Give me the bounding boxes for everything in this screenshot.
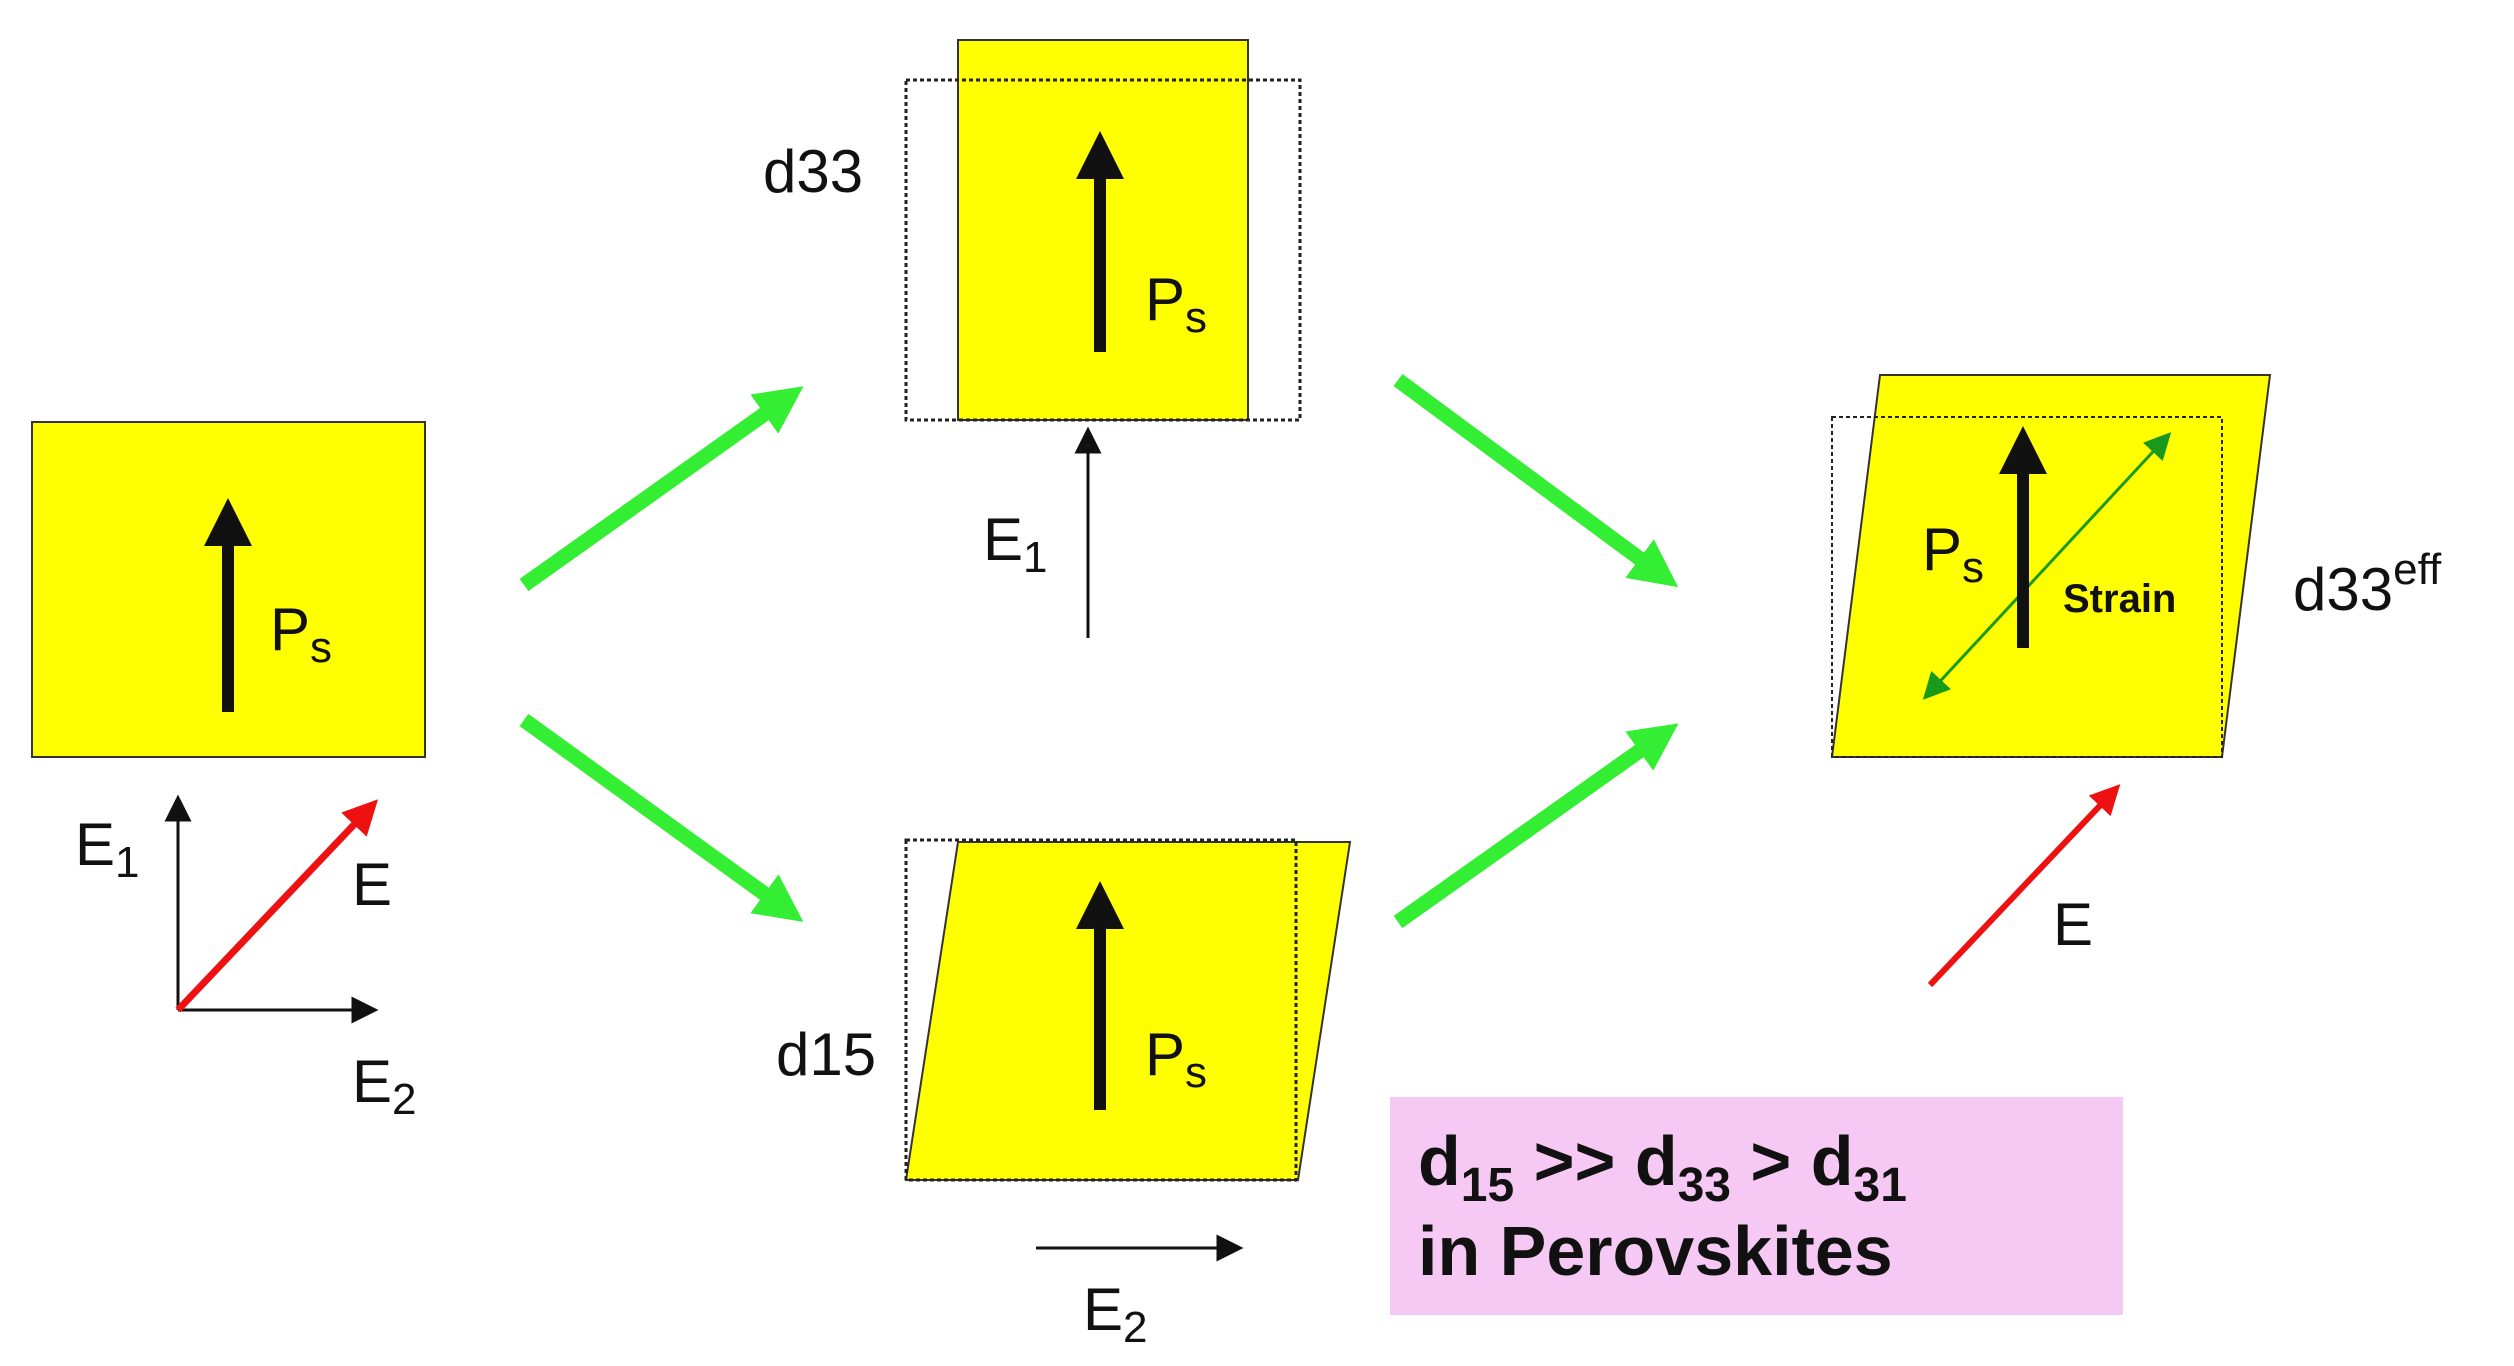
- arrow-initial-to-d15: [519, 713, 804, 922]
- e1-axis-label: E1: [75, 811, 140, 887]
- field-axes: E1 E E2: [75, 794, 417, 1124]
- d15-crystal-body: [904, 841, 1352, 1181]
- d33eff-ps-label: Ps: [1922, 516, 1984, 592]
- initial-ps-label: Ps: [270, 596, 332, 672]
- summary-box: d15 >> d33 > d31 in Perovskites: [1390, 1097, 2123, 1315]
- d33-original-outline: [904, 78, 1302, 422]
- summary-relation: d15 >> d33 > d31: [1418, 1122, 1907, 1212]
- d33eff-crystal: Ps Strain d33eff E: [1830, 374, 2442, 988]
- arrow-initial-to-d33: [519, 386, 804, 592]
- process-arrows: [519, 373, 1679, 929]
- arrow-d15-to-result: [1393, 723, 1679, 929]
- d33eff-field-arrow: [1927, 784, 2121, 988]
- summary-box-background: [1390, 1097, 2123, 1315]
- arrow-d33-to-result: [1393, 373, 1679, 588]
- d33eff-coefficient-label: d33eff: [2293, 545, 2442, 623]
- initial-crystal: Ps: [31, 421, 426, 758]
- d15-ps-label: Ps: [1145, 1021, 1207, 1097]
- summary-material: in Perovskites: [1418, 1212, 1893, 1290]
- d33eff-crystal-body: [1830, 374, 2272, 758]
- d15-original-outline: [904, 838, 1298, 1182]
- d15-e2-label: E2: [1083, 1276, 1148, 1352]
- d33eff-original-outline: [1831, 416, 2223, 758]
- d33-coefficient-label: d33: [763, 138, 863, 205]
- d15-crystal: Ps d15 E2: [776, 838, 1352, 1352]
- d33-crystal: Ps d33 E1: [763, 39, 1302, 638]
- d33-ps-label: Ps: [1145, 266, 1207, 342]
- e2-axis-label: E2: [352, 1048, 417, 1124]
- total-field-label: E: [352, 851, 392, 918]
- d15-coefficient-label: d15: [776, 1021, 876, 1088]
- strain-label: Strain: [2063, 577, 2176, 621]
- total-field-arrow: [175, 799, 379, 1013]
- strain-axis-arrow: [1922, 432, 2172, 700]
- d33eff-field-label: E: [2053, 891, 2093, 958]
- d33-e1-label: E1: [983, 506, 1048, 582]
